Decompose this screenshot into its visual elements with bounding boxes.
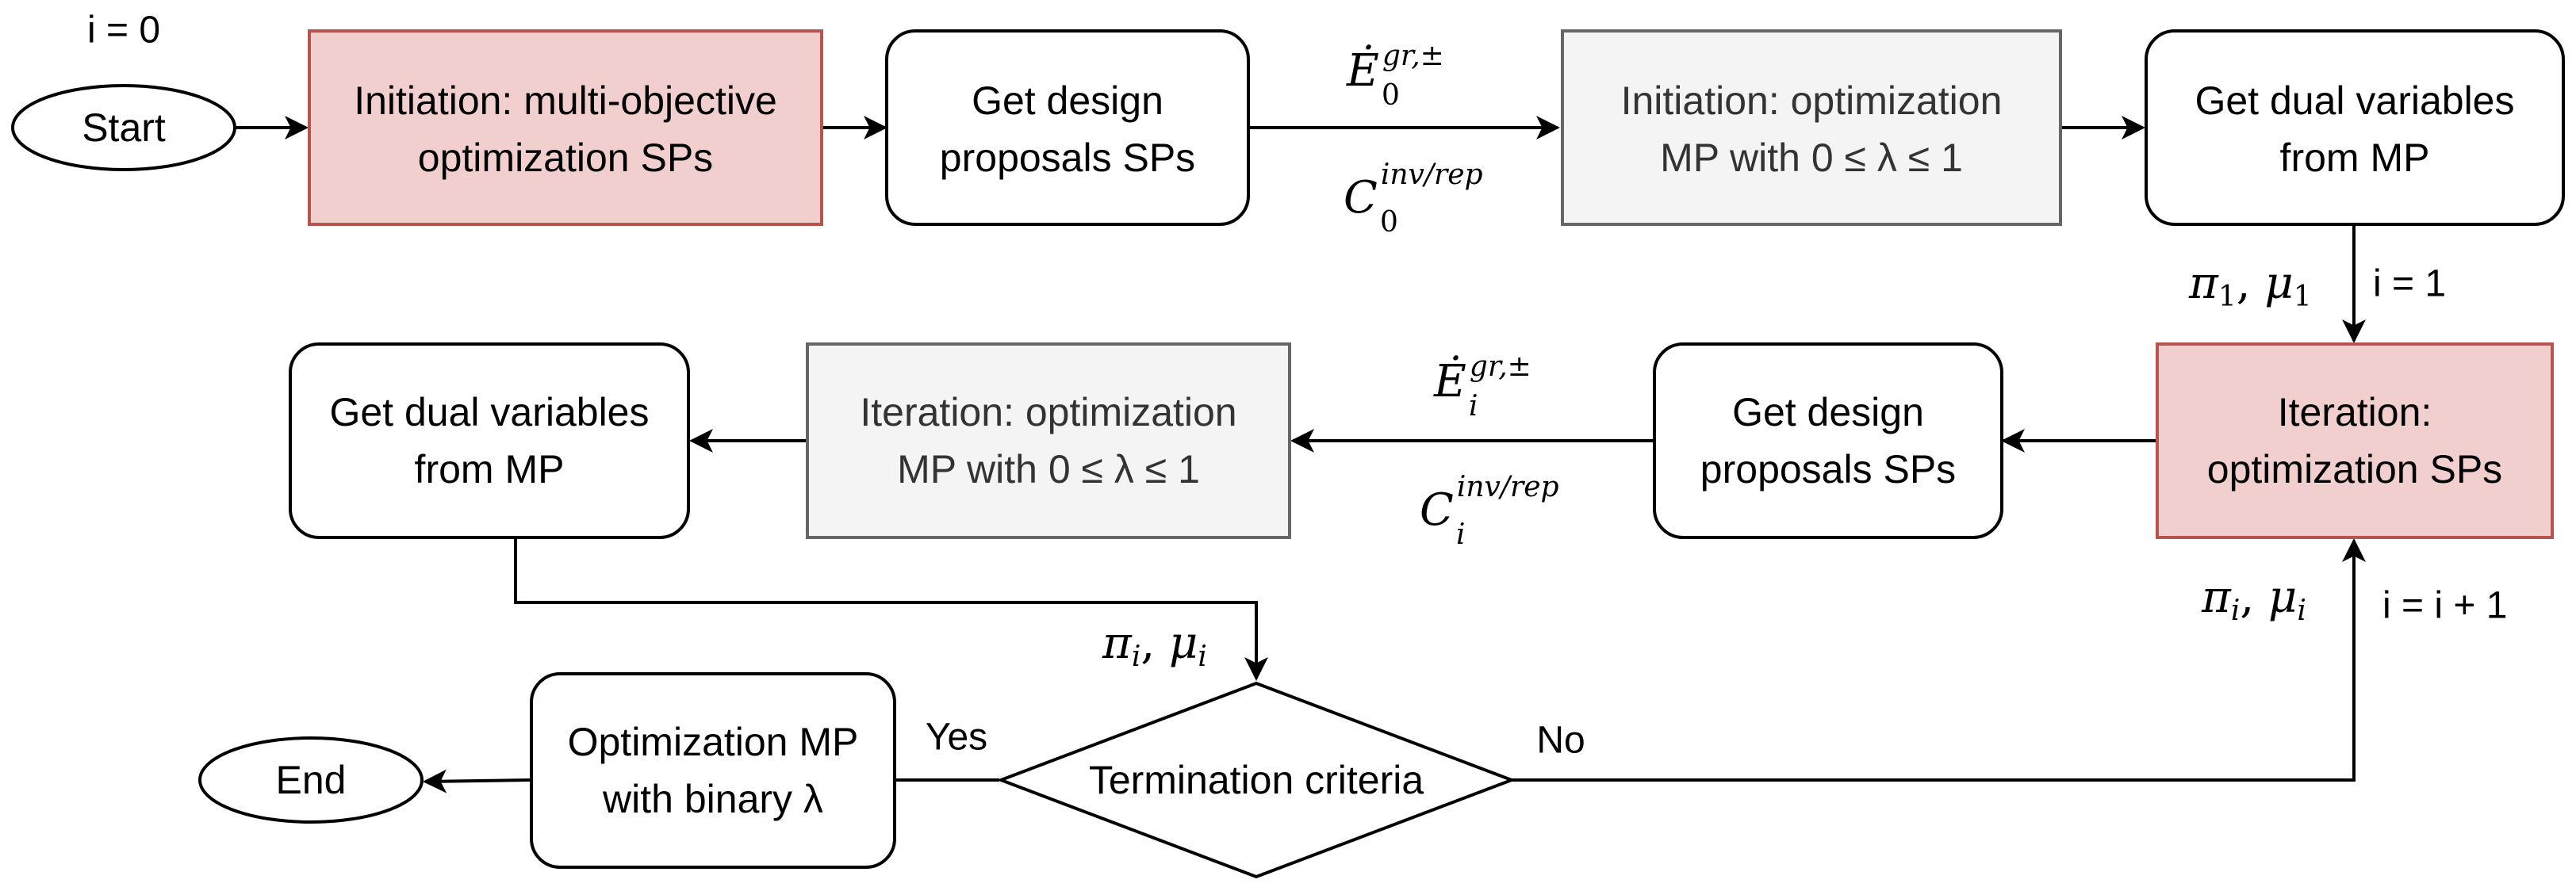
cost-top-sup: inv/rep (1381, 159, 1483, 191)
get-dual-variables-mid-line1: Get dual variables (329, 390, 649, 434)
iteration-optimization-sps-node: Iteration: optimization SPs (2156, 342, 2554, 539)
iteration-increment-label: i = i + 1 (2382, 585, 2507, 627)
dual-i-mid-pi-sub: i (1132, 641, 1141, 673)
iteration-optimization-mp-line2: MP with 0 ≤ λ ≤ 1 (897, 447, 1200, 491)
iteration-optimization-mp-node: Iteration: optimization MP with 0 ≤ λ ≤ … (806, 342, 1291, 539)
cost-mid-base: C (1420, 484, 1454, 536)
dual-i-mid-pi: π (1102, 618, 1133, 669)
get-design-proposals-top-node: Get design proposals SPs (885, 29, 1250, 226)
energy-top-sub: 0 (1382, 79, 1400, 112)
start-label: Start (82, 105, 166, 150)
dual-i-right-mu: μ (2268, 572, 2297, 623)
cost-mid-sup: inv/rep (1457, 471, 1559, 503)
yes-label: Yes (926, 717, 987, 759)
init-multi-objective-node: Initiation: multi-objective optimization… (308, 29, 823, 226)
get-design-proposals-mid-line2: proposals SPs (1700, 447, 1956, 491)
edge-termination-no-to-iteration-sps (1512, 538, 2366, 782)
get-dual-variables-mid-line2: from MP (415, 447, 565, 491)
start-ellipse (11, 84, 236, 171)
get-dual-variables-mid-box (289, 342, 690, 539)
no-label: No (1536, 720, 1585, 762)
optimization-mp-binary-line1: Optimization MP (568, 720, 859, 764)
end-node: End (198, 736, 424, 824)
dual-i-mid-label: πi, μi (1102, 618, 1207, 673)
dual-i-right-label: πi, μi (2201, 572, 2306, 627)
cost-mid-sub: i (1456, 518, 1466, 551)
dual-i-right-pi: π (2201, 572, 2232, 623)
end-label: End (276, 758, 347, 802)
energy-mid-sup: gr,± (1470, 350, 1531, 383)
optimization-mp-binary-node: Optimization MP with binary λ (530, 672, 896, 869)
iteration-optimization-sps-box (2156, 342, 2554, 539)
start-node: Start (11, 84, 236, 171)
energy-mid-sub: i (1469, 390, 1478, 423)
iteration-optimization-sps-line1: Iteration: (2278, 390, 2432, 434)
dual-one-label: π1, μ1 (2188, 258, 2312, 313)
termination-criteria-label: Termination criteria (1089, 758, 1424, 802)
init-optimization-mp-line1: Initiation: optimization (1621, 78, 2003, 123)
dual-i-mid-mu: μ (1169, 618, 1198, 669)
get-dual-variables-mid-node: Get dual variables from MP (289, 342, 690, 539)
get-dual-variables-top-line2: from MP (2280, 136, 2430, 180)
energy-top-sup: gr,± (1382, 40, 1444, 72)
init-multi-objective-line2: optimization SPs (418, 136, 713, 180)
dual-i-right-sep: , (2240, 572, 2268, 623)
edge-dual-mid-to-termination (514, 537, 1268, 681)
dual-i-mid-mu-sub: i (1198, 641, 1207, 673)
get-design-proposals-top-box (885, 29, 1250, 226)
get-design-proposals-mid-box (1653, 342, 2003, 539)
cost-top-sub: 0 (1380, 206, 1398, 239)
energy-top-base: Ė (1346, 44, 1379, 97)
edge-binary-mp-to-end (423, 769, 531, 793)
get-dual-variables-top-node: Get dual variables from MP (2145, 29, 2565, 226)
init-optimization-mp-line2: MP with 0 ≤ λ ≤ 1 (1660, 136, 1963, 180)
iteration-zero-label: i = 0 (87, 10, 160, 52)
iteration-optimization-mp-box (806, 342, 1291, 539)
iteration-optimization-sps-line2: optimization SPs (2207, 447, 2502, 491)
dual-one-pi: π (2188, 258, 2219, 309)
dual-one-mu-sub: 1 (2294, 281, 2312, 313)
termination-criteria-diamond (996, 681, 1516, 879)
dual-i-right-mu-sub: i (2297, 595, 2306, 627)
edges (236, 116, 2366, 793)
optimization-mp-binary-box (530, 672, 896, 869)
get-design-proposals-mid-node: Get design proposals SPs (1653, 342, 2003, 539)
get-design-proposals-mid-line1: Get design (1732, 390, 1924, 434)
init-optimization-mp-box (1561, 29, 2062, 226)
cost-top-base: C (1344, 172, 1378, 224)
dual-i-right-pi-sub: i (2231, 595, 2241, 627)
dual-one-sep: , (2237, 258, 2265, 309)
init-multi-objective-line1: Initiation: multi-objective (354, 78, 777, 123)
termination-criteria-node: Termination criteria (996, 681, 1516, 879)
iteration-one-label: i = 1 (2373, 263, 2446, 305)
get-design-proposals-top-line1: Get design (972, 78, 1163, 123)
init-optimization-mp-node: Initiation: optimization MP with 0 ≤ λ ≤… (1561, 29, 2062, 226)
optimization-mp-binary-line2: with binary λ (602, 777, 823, 821)
end-ellipse (198, 736, 424, 824)
dual-one-mu: μ (2264, 258, 2293, 309)
dual-one-pi-sub: 1 (2218, 281, 2237, 313)
get-design-proposals-top-line2: proposals SPs (940, 136, 1195, 180)
dual-i-mid-sep: , (1140, 618, 1169, 669)
init-multi-objective-box (308, 29, 823, 226)
get-dual-variables-top-box (2145, 29, 2565, 226)
iteration-optimization-mp-line1: Iteration: optimization (860, 390, 1236, 434)
get-dual-variables-top-line1: Get dual variables (2195, 78, 2514, 123)
energy-mid-base: Ė (1433, 355, 1466, 407)
